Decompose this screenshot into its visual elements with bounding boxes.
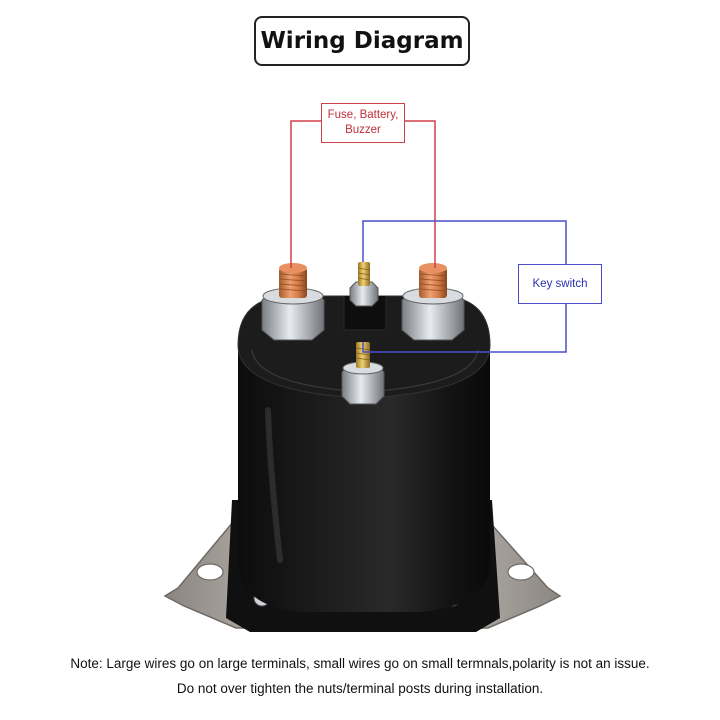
fuse-battery-buzzer-label: Fuse, Battery, Buzzer bbox=[321, 103, 405, 143]
fuse-label-line1: Fuse, Battery, bbox=[327, 109, 399, 121]
diagram-title: Wiring Diagram bbox=[254, 16, 470, 66]
mount-hole-right bbox=[507, 563, 535, 581]
large-terminal-right bbox=[401, 263, 465, 341]
key-switch-wire-lines bbox=[362, 220, 567, 353]
small-terminal-front bbox=[341, 342, 385, 405]
installation-note-line2: Do not over tighten the nuts/terminal po… bbox=[176, 681, 544, 696]
installation-note-line1: Note: Large wires go on large terminals,… bbox=[70, 656, 650, 671]
key-switch-label: Key switch bbox=[518, 264, 602, 304]
large-terminal-left bbox=[261, 263, 325, 341]
fuse-label-line2: Buzzer bbox=[345, 124, 381, 136]
mount-hole-left bbox=[196, 563, 224, 581]
small-terminal-top bbox=[349, 262, 379, 307]
fuse-wire-lines bbox=[290, 120, 436, 268]
